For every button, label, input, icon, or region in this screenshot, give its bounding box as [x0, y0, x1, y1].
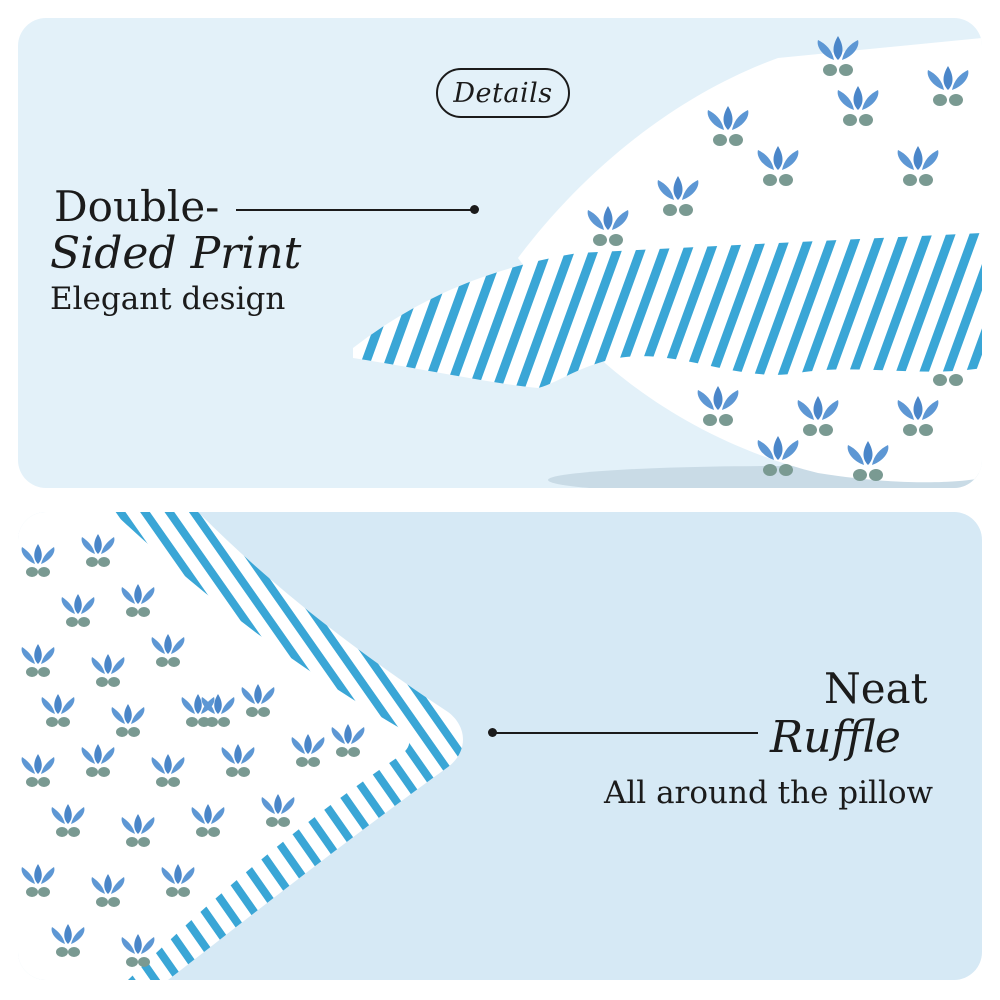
- details-pill: Details: [436, 68, 570, 118]
- pillow-side-view-image: [353, 36, 982, 488]
- caption-all-around: All around the pillow: [604, 775, 934, 811]
- pillow-corner-image: [18, 512, 463, 980]
- bottom-panel: Neat Ruffle All around the pillow: [18, 512, 982, 980]
- heading-double: Double-: [54, 182, 220, 231]
- heading-sided-print: Sided Print: [50, 228, 302, 279]
- leader-line-top: [236, 209, 474, 211]
- caption-elegant-design: Elegant design: [50, 281, 286, 317]
- heading-neat: Neat: [824, 664, 928, 713]
- leader-line-bottom: [496, 732, 758, 734]
- leader-dot-top: [470, 205, 479, 214]
- top-panel: Details Double- Sided Print Elegant desi…: [18, 18, 982, 488]
- leader-dot-bottom: [488, 728, 497, 737]
- heading-ruffle: Ruffle: [770, 712, 901, 763]
